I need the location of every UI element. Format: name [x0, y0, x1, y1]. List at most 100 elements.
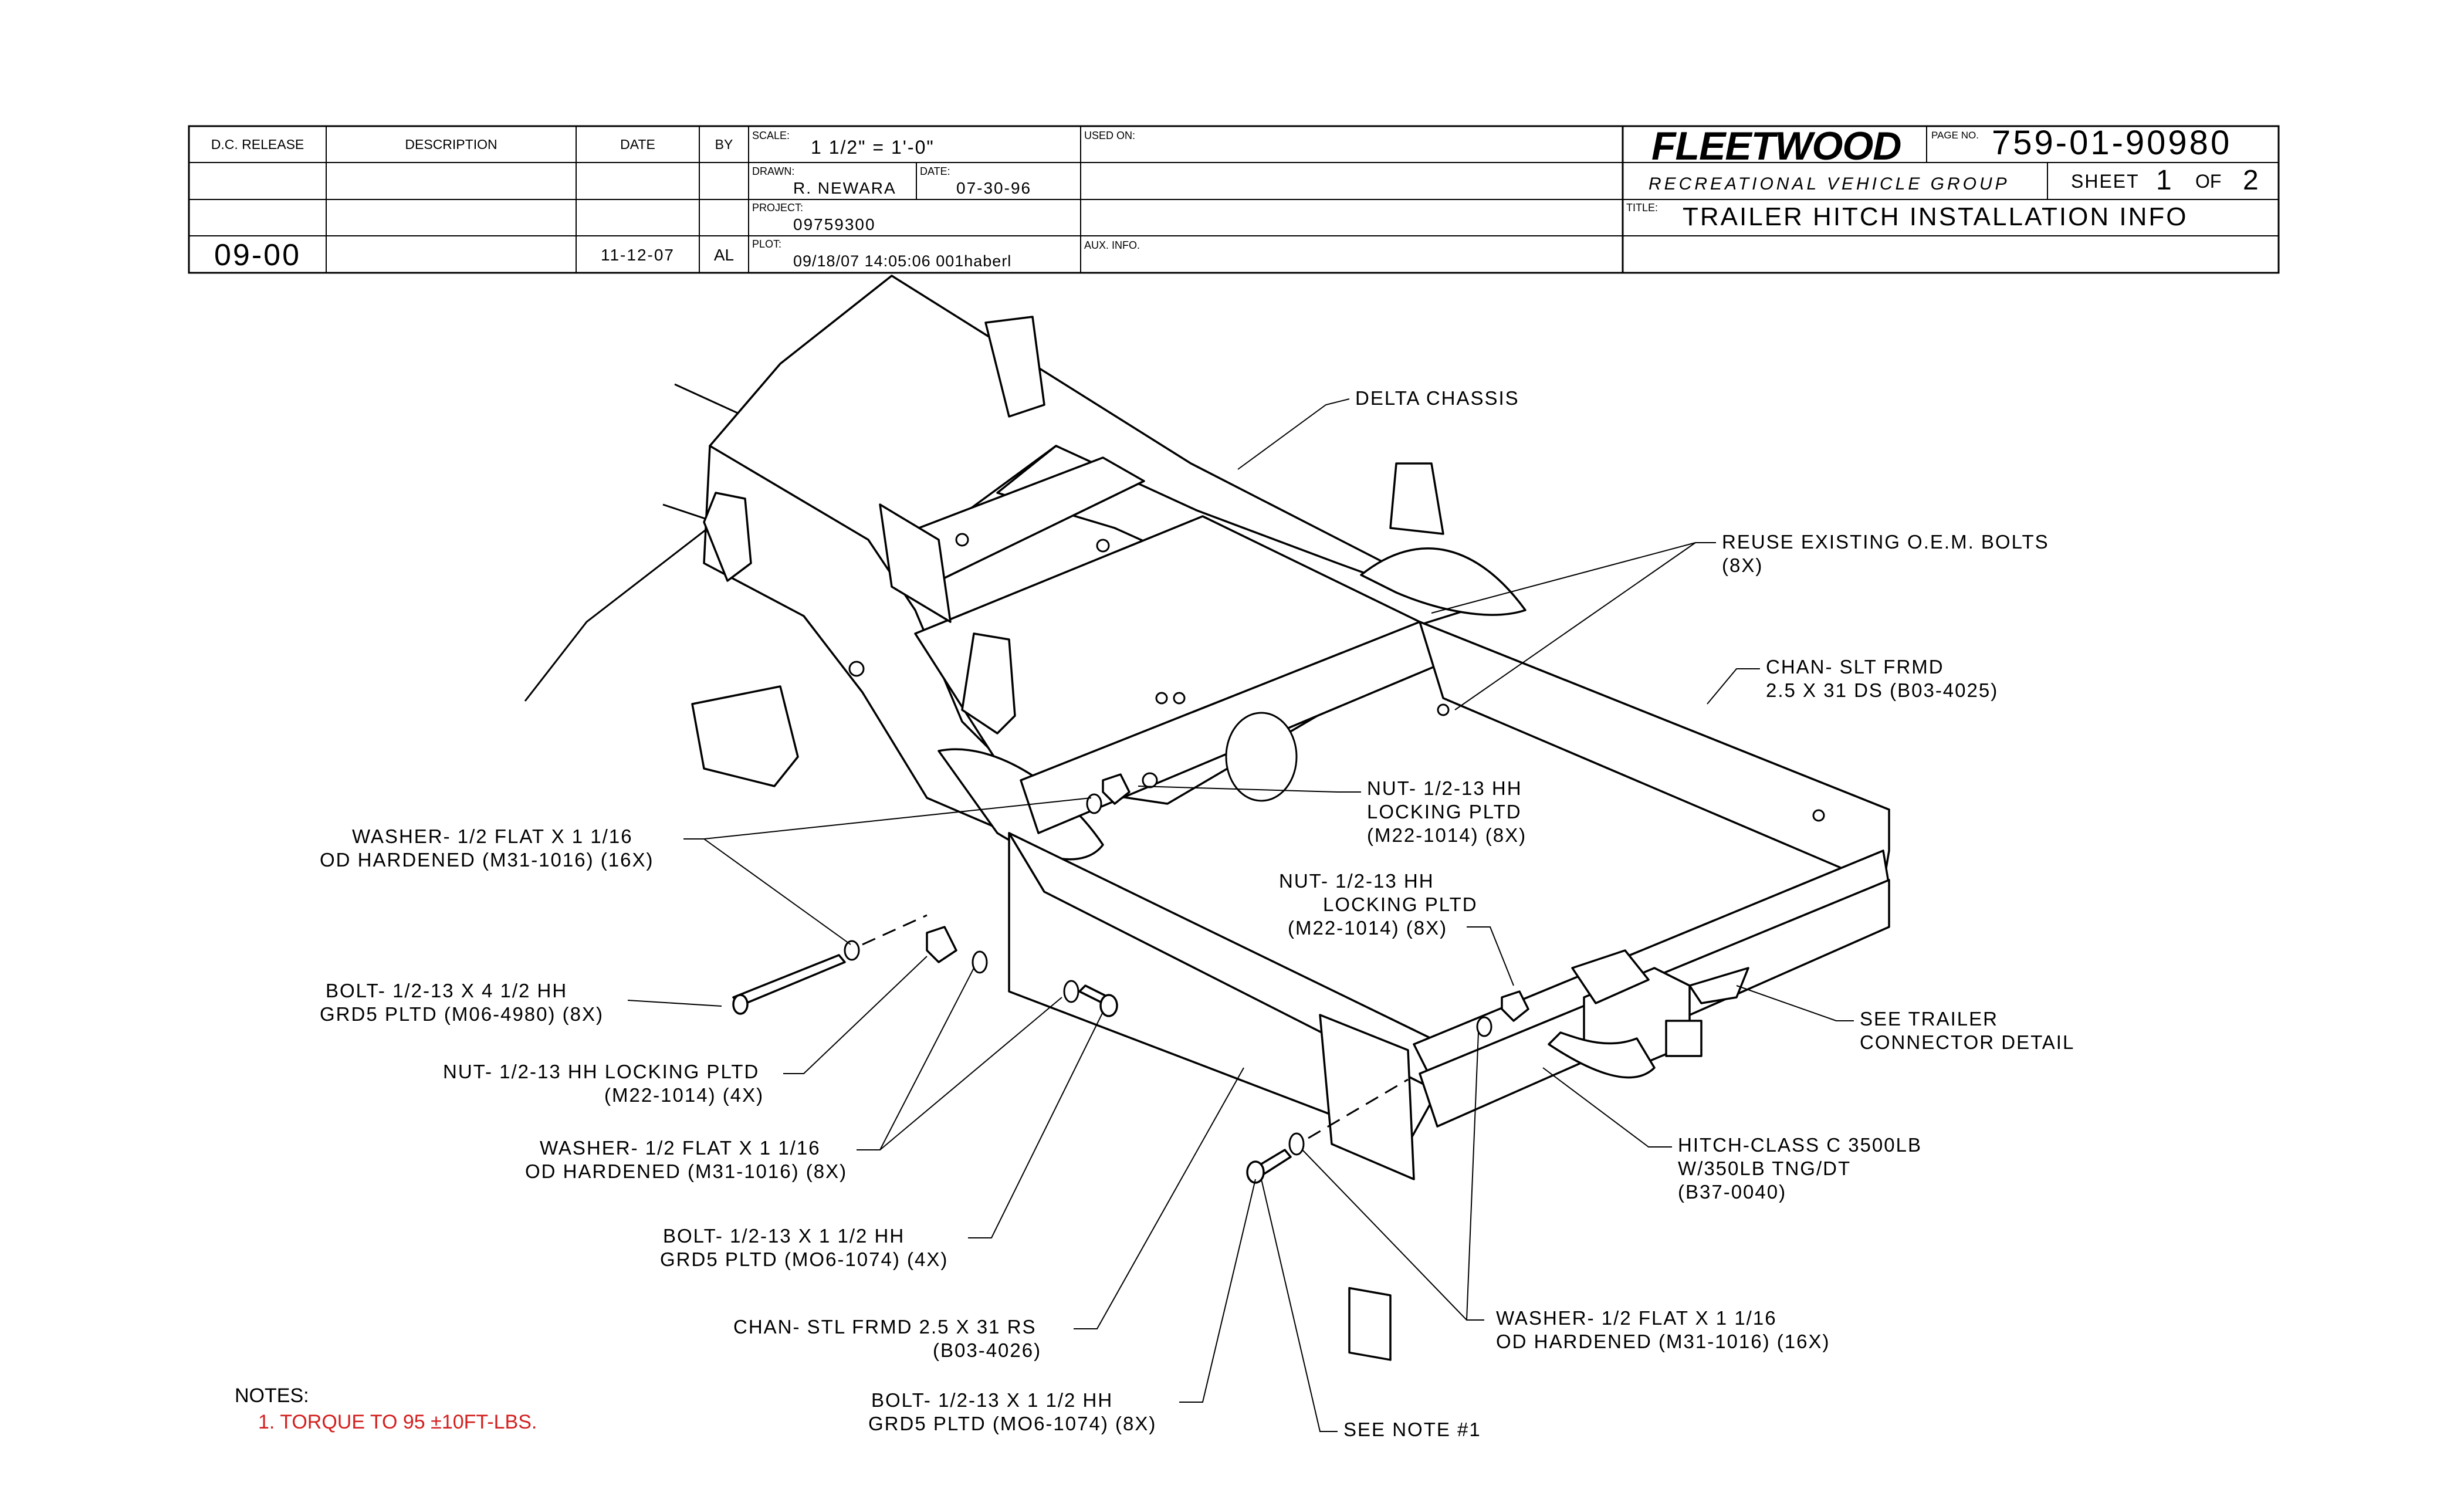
note-item-1: 1. TORQUE TO 95 ±10FT-LBS.: [258, 1411, 537, 1433]
washer-nut-a: [1086, 793, 1102, 814]
project-label: PROJECT:: [752, 202, 803, 214]
end-plate-slot: [1348, 1287, 1392, 1361]
callout-washer-a-1: WASHER- 1/2 FLAT X 1 1/16: [352, 825, 633, 847]
callout-bolt-c-1: BOLT- 1/2-13 X 1 1/2 HH: [871, 1389, 1113, 1411]
alignment-line-c: [1308, 1078, 1409, 1139]
date-label: DATE:: [920, 165, 950, 177]
revision-date: 11-12-07: [601, 246, 675, 264]
callout-bolt-b-2: GRD5 PLTD (MO6-1074) (4X): [660, 1248, 948, 1270]
callout-reuse-bolts-1: REUSE EXISTING O.E.M. BOLTS: [1722, 531, 2049, 553]
col-by: BY: [715, 137, 733, 152]
nut-b: [1501, 990, 1529, 1022]
trailer-connector-bracket: [1688, 967, 1749, 1004]
callout-trailer-connector-1: SEE TRAILER: [1860, 1008, 1998, 1030]
frame-hole-2: [1155, 692, 1168, 705]
leader-lines: [627, 398, 1854, 1432]
callout-nut-c-2: (M22-1014) (4X): [604, 1084, 764, 1106]
callout-nut-a-1: NUT- 1/2-13 HH: [1367, 777, 1522, 799]
callouts: DELTA CHASSIS REUSE EXISTING O.E.M. BOLT…: [320, 387, 2073, 1440]
leader-hitch: [1542, 1067, 1672, 1148]
washer-nut-b: [1476, 1016, 1492, 1037]
callout-chan-slt-2: 2.5 X 31 DS (B03-4025): [1766, 679, 1998, 701]
callout-bolt-c-2: GRD5 PLTD (MO6-1074) (8X): [868, 1413, 1156, 1434]
callout-nut-b-2: LOCKING PLTD: [1323, 893, 1478, 915]
aux-info-label: AUX. INFO.: [1084, 239, 1140, 251]
mount-tower-rear-right: [1389, 462, 1444, 535]
sheet-total: 2: [2243, 165, 2259, 196]
washer-b: [972, 950, 988, 974]
sheet-number: 1: [2156, 165, 2172, 196]
callout-see-note: SEE NOTE #1: [1343, 1419, 1481, 1440]
nut-c: [926, 926, 957, 963]
callout-nut-b-3: (M22-1014) (8X): [1288, 917, 1447, 939]
date-value: 07-30-96: [956, 179, 1031, 197]
drawn-label: DRAWN:: [752, 165, 794, 177]
leader-bolt-c: [1179, 1179, 1256, 1403]
leader-chan-slt: [1707, 668, 1760, 705]
hitch-receiver-opening: [1665, 1020, 1703, 1057]
nut-a: [1102, 773, 1131, 805]
callout-washer-b-1: WASHER- 1/2 FLAT X 1 1/16: [540, 1137, 821, 1159]
washer-c: [1288, 1132, 1305, 1156]
callout-chan-slt-1: CHAN- SLT FRMD: [1766, 656, 1944, 678]
callout-nut-a-3: (M22-1014) (8X): [1367, 824, 1527, 846]
access-hole: [1225, 712, 1298, 802]
hitch-receiver-top: [1571, 949, 1650, 1004]
callout-delta-chassis: DELTA CHASSIS: [1355, 387, 1519, 409]
hitch-safety-chain-loop: [1548, 1031, 1656, 1079]
leader-washer-b-2: [879, 997, 1062, 1150]
frame-hole-6: [848, 661, 865, 677]
col-dc-release: D.C. RELEASE: [211, 137, 304, 152]
callout-nut-b-1: NUT- 1/2-13 HH: [1279, 870, 1434, 892]
scale-value: 1 1/2" = 1'-0": [811, 137, 935, 158]
callout-bolt-a-1: BOLT- 1/2-13 X 4 1/2 HH: [326, 980, 567, 1001]
title-label: TITLE:: [1626, 202, 1658, 214]
drawn-value: R. NEWARA: [793, 179, 896, 197]
sheet-of: OF: [2195, 171, 2221, 192]
revision-by: AL: [714, 246, 734, 264]
leader-washer-c-1: [1302, 1149, 1484, 1321]
page-no-label: PAGE NO.: [1931, 130, 1979, 141]
leader-washer-a: [683, 838, 851, 945]
drawing-title: TRAILER HITCH INSTALLATION INFO: [1683, 202, 2188, 231]
scale-label: SCALE:: [752, 130, 790, 141]
mount-tower-rear-left: [984, 316, 1045, 418]
leader-washer-a-2: [703, 797, 1092, 840]
title-block: D.C. RELEASE DESCRIPTION DATE BY SCALE: …: [188, 124, 2280, 274]
callout-washer-b-2: OD HARDENED (M31-1016) (8X): [525, 1160, 847, 1182]
callout-bolt-a-2: GRD5 PLTD (M06-4980) (8X): [320, 1003, 604, 1025]
outrigger-bracket: [691, 685, 799, 787]
fasteners: [732, 773, 1529, 1184]
page-number: 759-01-90980: [1992, 124, 2232, 162]
frame-hole-7: [1812, 809, 1825, 822]
bolt-long-head: [732, 994, 749, 1015]
group-name: RECREATIONAL VEHICLE GROUP: [1649, 174, 2010, 194]
leader-bolt-b: [968, 1011, 1104, 1238]
plot-label: PLOT:: [752, 238, 781, 250]
break-line-lower: [524, 503, 718, 702]
notes-heading: NOTES:: [235, 1385, 309, 1407]
leader-nut-a: [1138, 786, 1361, 793]
mount-tower-front-left: [961, 632, 1016, 735]
chassis-assembly: [524, 275, 1890, 1361]
washer-a: [844, 940, 860, 961]
leader-nut-b: [1467, 926, 1514, 986]
callout-hitch-3: (B37-0040): [1678, 1181, 1786, 1203]
callout-washer-c-1: WASHER- 1/2 FLAT X 1 1/16: [1496, 1307, 1777, 1329]
frame-hole-3: [1173, 692, 1186, 705]
leader-trailer-connector: [1736, 985, 1854, 1021]
mount-tower-far-left: [703, 492, 752, 582]
leader-reuse-bolts-2: [1454, 542, 1696, 710]
callout-nut-a-2: LOCKING PLTD: [1367, 801, 1522, 823]
leader-washer-b: [857, 967, 974, 1150]
leader-bolt-a: [627, 1000, 722, 1007]
leader-see-note: [1261, 1179, 1338, 1432]
chassis-gusset-left: [879, 503, 952, 623]
bolt-short-b-head: [1099, 994, 1118, 1017]
fleetwood-logo: FLEETWOOD: [1651, 124, 1901, 168]
bolt-long-shank: [732, 954, 846, 1007]
frame-hole-8: [1437, 703, 1450, 716]
revision-number: 09-00: [214, 238, 301, 272]
frame-hole-5: [1096, 539, 1110, 553]
frame-hole-4: [955, 533, 969, 547]
